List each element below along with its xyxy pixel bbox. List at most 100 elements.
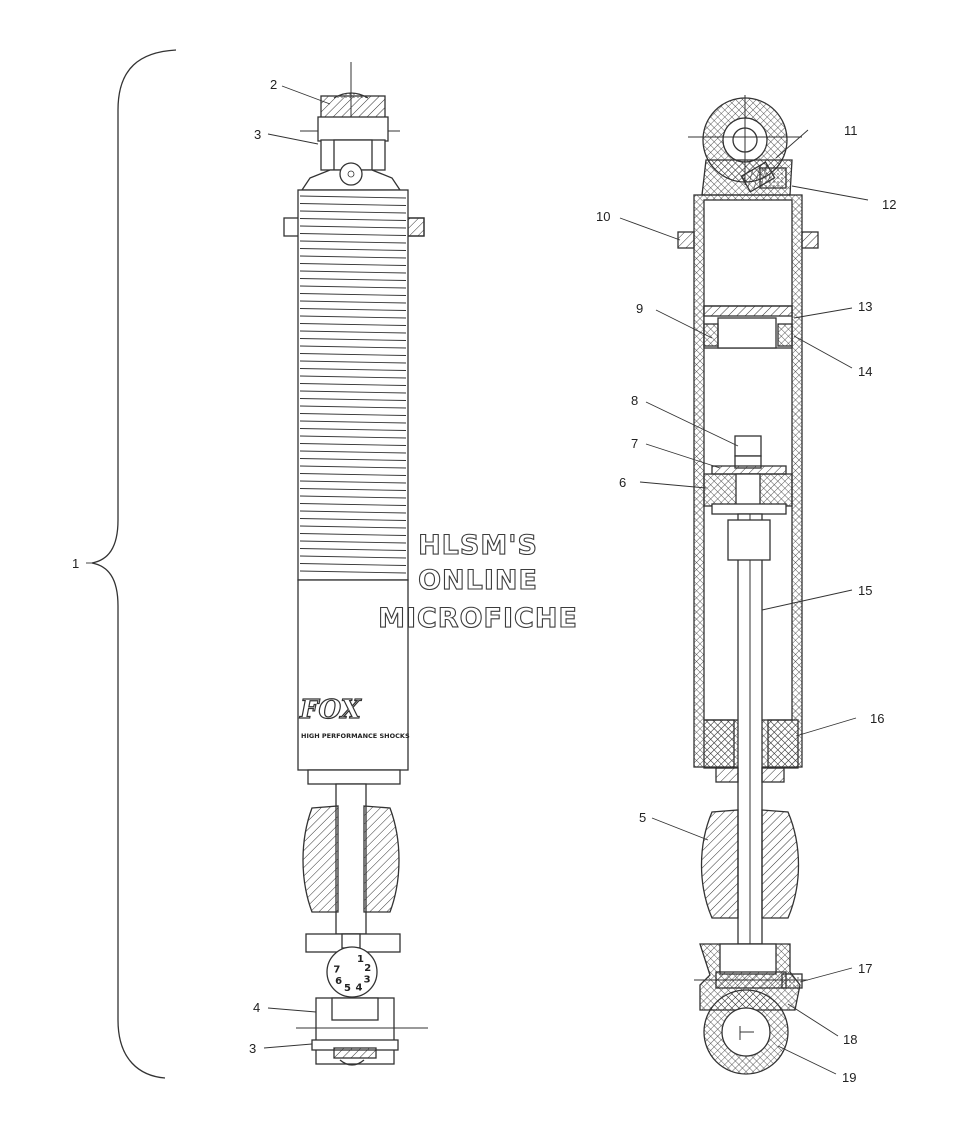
leader-lines xyxy=(86,85,869,1075)
callout-4: 4 xyxy=(253,1000,260,1015)
thread-line xyxy=(299,458,407,461)
thread-line xyxy=(299,413,407,416)
thread-line xyxy=(299,533,407,536)
callout-12: 12 xyxy=(882,197,896,212)
thread-line xyxy=(299,210,407,214)
thread-line xyxy=(299,465,407,469)
watermark: HLSM'S ONLINE MICROFICHE xyxy=(378,529,578,634)
thread-line xyxy=(299,233,407,236)
callout-16: 16 xyxy=(870,711,884,726)
dial-number: 5 xyxy=(344,983,351,994)
thread-line xyxy=(299,315,407,319)
schrader-valve xyxy=(759,167,787,189)
thread-line xyxy=(299,338,407,341)
thread-line xyxy=(299,218,407,221)
callout-3-top: 3 xyxy=(254,127,261,142)
callout-1: 1 xyxy=(72,556,79,571)
thread-line xyxy=(299,540,407,544)
dial-number: 1 xyxy=(357,954,364,965)
brand-tagline: HIGH PERFORMANCE SHOCKS xyxy=(301,732,410,740)
thread-line xyxy=(299,293,407,296)
thread-line xyxy=(299,495,407,499)
seal-head xyxy=(703,719,735,769)
shaft-left xyxy=(335,783,367,935)
thread-line xyxy=(299,195,407,199)
bump-stop xyxy=(700,809,739,919)
watermark-line-2: ONLINE xyxy=(418,565,538,596)
thread-line xyxy=(299,563,407,566)
thread-line xyxy=(299,570,407,574)
thread-line xyxy=(299,263,407,266)
thread-line xyxy=(299,353,407,356)
thread-line xyxy=(299,548,407,551)
brand-logo: FOX xyxy=(299,695,363,725)
adjuster-dial xyxy=(326,946,378,998)
callout-19: 19 xyxy=(842,1070,856,1085)
thread-line xyxy=(299,450,407,454)
thread-line xyxy=(299,278,407,281)
thread-line xyxy=(299,323,407,326)
callout-15: 15 xyxy=(858,583,872,598)
thread-line xyxy=(299,383,407,386)
thread-line xyxy=(299,405,407,409)
thread-line xyxy=(299,525,407,529)
thread-line xyxy=(299,225,407,229)
dial-number: 3 xyxy=(364,975,371,986)
dial-number: 6 xyxy=(335,976,342,987)
thread-line xyxy=(299,473,407,476)
thread-line xyxy=(299,330,407,334)
callout-6: 6 xyxy=(619,475,626,490)
callout-10: 10 xyxy=(596,209,610,224)
dial-number: 4 xyxy=(356,983,363,994)
callout-labels: 1 2 3 4 3 5 6 7 8 9 10 11 12 13 14 15 16… xyxy=(72,77,896,1085)
callout-5: 5 xyxy=(639,810,646,825)
callout-13: 13 xyxy=(858,299,872,314)
callout-18: 18 xyxy=(843,1032,857,1047)
valve-shims xyxy=(711,465,787,475)
thread-line xyxy=(299,428,407,431)
thread-line xyxy=(299,488,407,491)
callout-17: 17 xyxy=(858,961,872,976)
callout-8: 8 xyxy=(631,393,638,408)
dial-number: 2 xyxy=(364,963,371,974)
callout-9: 9 xyxy=(636,301,643,316)
thread-line xyxy=(299,308,407,311)
bump-stop-left xyxy=(302,805,339,913)
callout-14: 14 xyxy=(858,364,872,379)
thread-line xyxy=(299,480,407,484)
thread-line xyxy=(299,345,407,349)
dial-number: 7 xyxy=(333,965,340,976)
callout-7: 7 xyxy=(631,436,638,451)
thread-line xyxy=(299,398,407,401)
thread-line xyxy=(299,435,407,439)
thread-line xyxy=(299,368,407,371)
top-mount xyxy=(317,116,389,142)
thread-line xyxy=(299,375,407,379)
thread-line xyxy=(299,203,407,206)
thread-line xyxy=(299,360,407,364)
watermark-line-3: MICROFICHE xyxy=(378,603,578,634)
thread-line xyxy=(299,555,407,559)
thread-line xyxy=(299,518,407,521)
thread-line xyxy=(299,420,407,424)
callout-2: 2 xyxy=(270,77,277,92)
shock-section-view xyxy=(677,95,819,1075)
thread-line xyxy=(299,248,407,251)
piston-nut xyxy=(734,435,762,457)
callout-3-bottom: 3 xyxy=(249,1041,256,1056)
callout-11: 11 xyxy=(844,123,858,138)
thread-line xyxy=(299,255,407,259)
thread-line xyxy=(299,240,407,244)
thread-line xyxy=(299,285,407,289)
thread-line xyxy=(299,300,407,304)
thread-line xyxy=(299,510,407,514)
thread-line xyxy=(299,390,407,394)
top-eye-bushing xyxy=(320,95,386,119)
retaining-ring xyxy=(677,231,695,249)
watermark-line-1: HLSM'S xyxy=(418,530,538,561)
thread-line xyxy=(299,270,407,274)
thread-line xyxy=(299,503,407,506)
assembly-bracket xyxy=(91,49,177,1079)
